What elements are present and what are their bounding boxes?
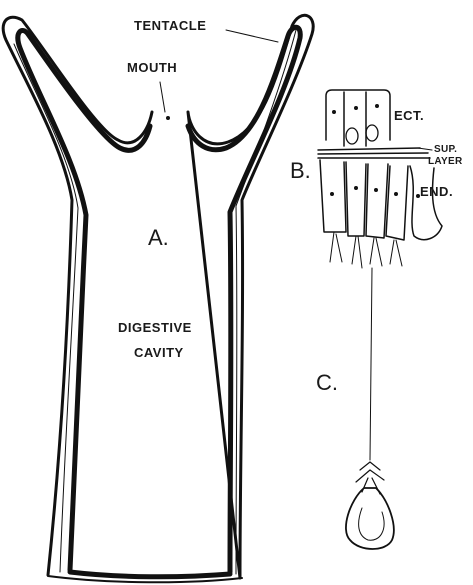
- cavity-label-line2: CAVITY: [134, 345, 184, 360]
- tentacle-label: TENTACLE: [134, 18, 206, 33]
- ect-nucleus: [332, 110, 336, 114]
- nematocyst-thread: [370, 268, 372, 460]
- body-wall-inner: [18, 30, 150, 570]
- panel-a-body: [3, 15, 313, 582]
- endoderm-cells: [320, 160, 442, 240]
- ect-nucleus: [354, 106, 358, 110]
- ectoderm-label: ECT.: [394, 108, 424, 123]
- panel-b-marker: B.: [290, 158, 311, 183]
- end-nucleus: [374, 188, 378, 192]
- superficial-layer: [318, 148, 430, 158]
- ect-cnidocyte: [366, 125, 378, 141]
- ect-cnidocyte: [346, 128, 358, 144]
- tentacle-leader: [226, 30, 278, 42]
- mouth-opening: [166, 116, 170, 120]
- panel-c-marker: C.: [316, 370, 338, 395]
- mouth-leader: [160, 82, 165, 112]
- cavity-label-line1: DIGESTIVE: [118, 320, 192, 335]
- panel-a-marker: A.: [148, 225, 169, 250]
- superficial-layer-label-line2: LAYER: [428, 156, 463, 167]
- endoderm-label: END.: [420, 184, 453, 199]
- superficial-layer-label-line1: SUP.: [434, 144, 457, 155]
- mouth-label: MOUTH: [127, 60, 177, 75]
- sup-leader: [418, 148, 432, 150]
- body-base: [70, 572, 230, 577]
- mesoglea-line-right: [236, 30, 296, 574]
- end-nucleus: [394, 192, 398, 196]
- end-nucleus: [354, 186, 358, 190]
- nematocyst-barbs: [356, 462, 384, 494]
- panel-c-nematocyst: [346, 268, 394, 549]
- ect-nucleus: [375, 104, 379, 108]
- end-nucleus: [330, 192, 334, 196]
- nematocyst-capsule-inner: [359, 508, 384, 540]
